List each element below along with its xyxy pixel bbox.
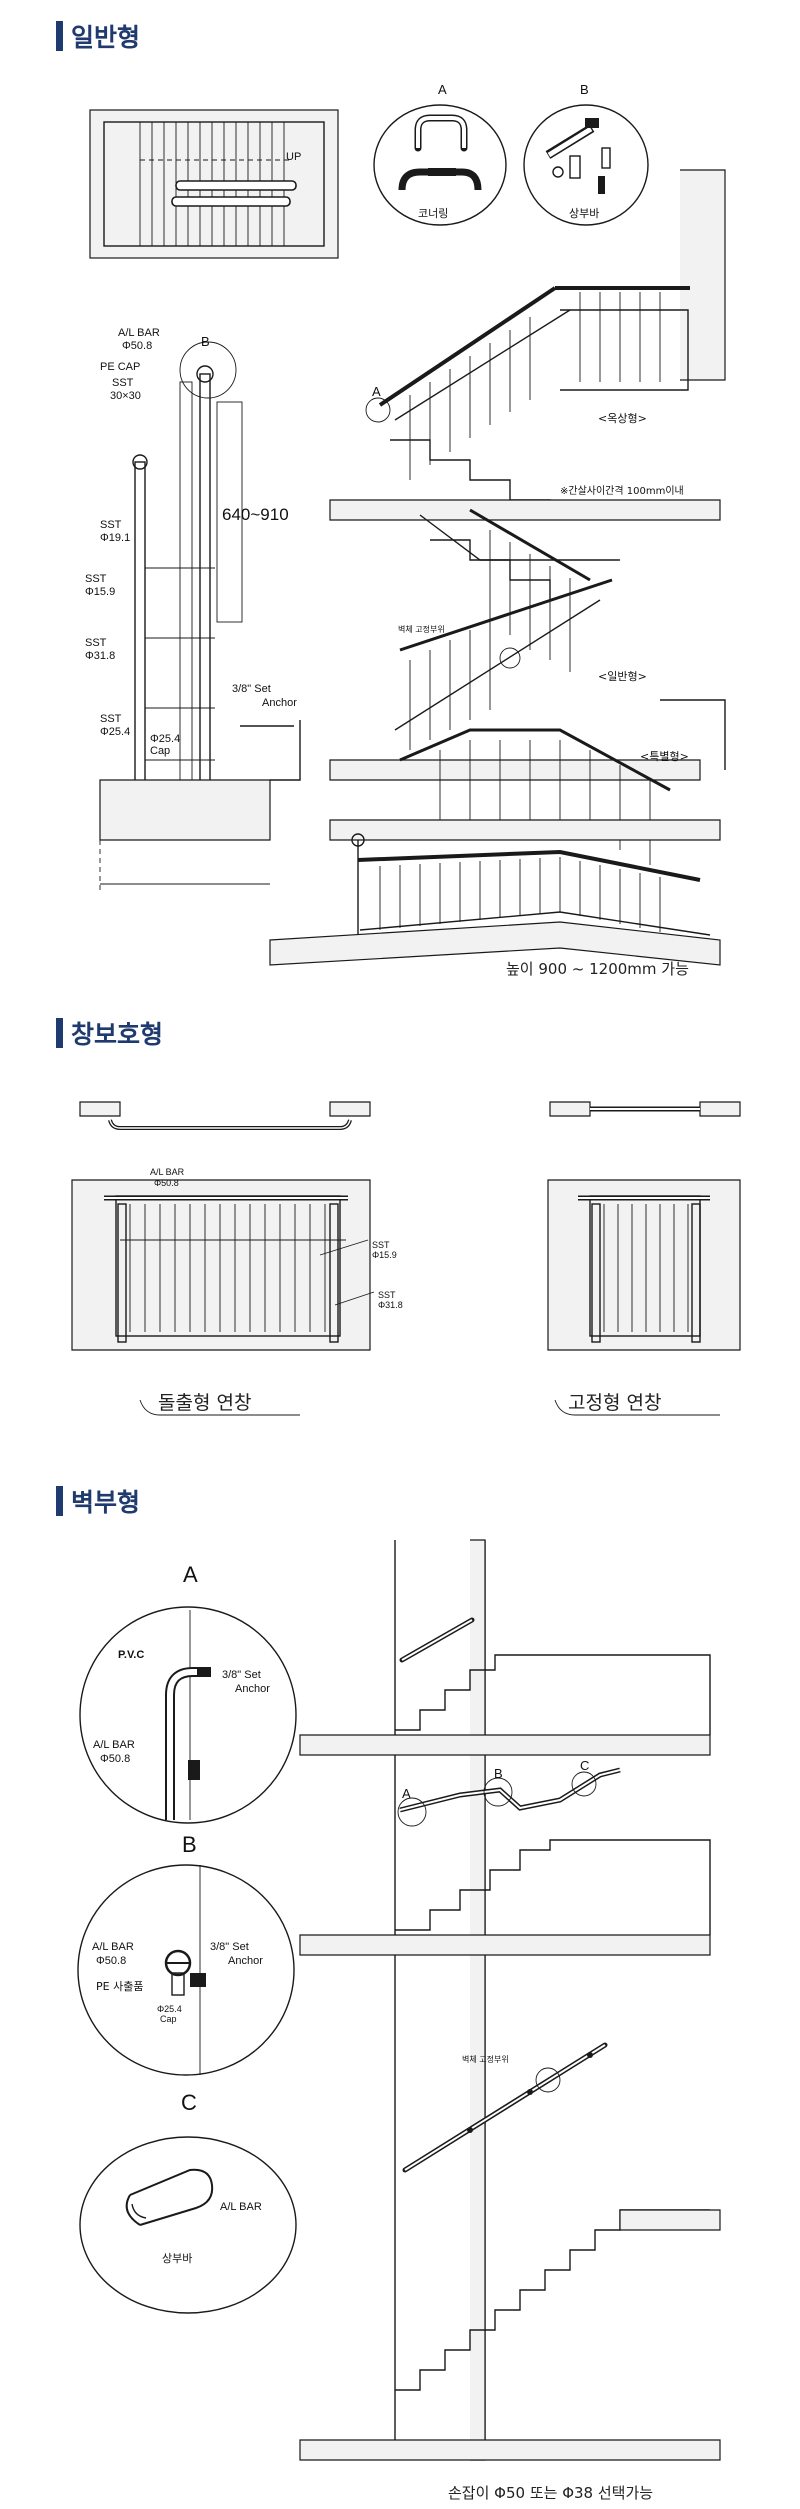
section-title-wall: 벽부형	[56, 1483, 140, 1519]
al-b: A/L BAR	[92, 1941, 134, 1953]
detail-a-label: A	[438, 82, 447, 97]
set-anchor-1: 3/8" Set	[232, 683, 271, 695]
fixed-caption: 고정형 연창	[568, 1392, 662, 1414]
set-b1: 3/8" Set	[210, 1941, 249, 1953]
protruding-caption: 돌출형 연창	[158, 1392, 252, 1414]
sst-2-label: SST	[100, 519, 122, 531]
section-title-text: 일반형	[71, 23, 141, 52]
up-label: UP	[286, 151, 301, 163]
sst-2-size: Φ19.1	[100, 532, 130, 544]
cap-text: Cap	[150, 745, 170, 757]
fixed-elevation	[547, 1179, 741, 1351]
detail-b-label: B	[580, 82, 589, 97]
mark-a: A	[402, 1786, 411, 1801]
wall-detail-b: B A/L BAR Φ50.8 3/8" Set Anchor PE 사출품 Φ…	[77, 1832, 295, 2076]
window-diagram: A/L BAR Φ50.8 SST Φ15.9 SST Φ31.8	[71, 1101, 741, 1416]
sst-b-size: Φ31.8	[378, 1300, 403, 1310]
detail-b-circle: B 상부바	[523, 82, 649, 226]
al-bar-label: A/L BAR	[118, 327, 160, 339]
height-range: 640~910	[222, 505, 289, 524]
pe-inj: PE 사출품	[96, 1980, 143, 1993]
sst-a-label: SST	[372, 1240, 390, 1250]
section-title-text: 창보호형	[71, 1020, 164, 1049]
sst-1-label: SST	[112, 377, 134, 389]
wall-stair: A B C 벽체 고정부위	[299, 1539, 721, 2461]
set-b2: Anchor	[228, 1955, 263, 1967]
mark-c: C	[580, 1758, 589, 1773]
grip-note: 손잡이 Φ50 또는 Φ38 선택가능	[448, 2484, 654, 2502]
title-bar-marker	[56, 1018, 63, 1048]
general-diagram: UP A 코너링 B 상부바 B	[85, 82, 726, 966]
protruding-plan	[79, 1101, 371, 1130]
section-title-text: 벽부형	[71, 1488, 141, 1517]
detail-a-circle: A 코너링	[373, 82, 507, 226]
wall-detail-a: A P.V.C 3/8" Set Anchor A/L BAR Φ50.8	[79, 1562, 297, 1824]
al-a-dia: Φ50.8	[100, 1753, 130, 1765]
sst-4-label: SST	[85, 637, 107, 649]
wall-det-b-label: B	[182, 1832, 197, 1857]
mark-b: B	[494, 1766, 503, 1781]
wall-fix-label: 벽체 고정부위	[398, 624, 445, 634]
section-title-general: 일반형	[56, 18, 140, 54]
sst-3-size: Φ15.9	[85, 586, 115, 598]
marker-a: A	[372, 384, 381, 399]
wall-top-bar: 상부바	[162, 2252, 192, 2265]
wall-det-a-label: A	[183, 1562, 198, 1587]
wall-detail-c: C A/L BAR 상부바	[79, 2090, 297, 2314]
general-type-label: <일반형>	[598, 669, 647, 683]
pe-cap-label: PE CAP	[100, 361, 140, 373]
fixed-plan	[549, 1101, 741, 1117]
protruding-elevation: A/L BAR Φ50.8 SST Φ15.9 SST Φ31.8	[71, 1167, 403, 1351]
top-bar-label: 상부바	[569, 207, 599, 220]
al-bar-dia: Φ50.8	[122, 340, 152, 352]
height-note: 높이 900 ~ 1200mm 가능	[506, 960, 689, 978]
al-c: A/L BAR	[220, 2201, 262, 2213]
section-title-window: 창보호형	[56, 1015, 163, 1051]
baluster-note: ※간살사이간격 100mm이내	[560, 484, 684, 497]
sst-1-size: 30×30	[110, 390, 141, 402]
corner-label: 코너링	[418, 207, 448, 220]
al-a: A/L BAR	[93, 1739, 135, 1751]
set-a2: Anchor	[235, 1683, 270, 1695]
plan-view: UP	[89, 109, 339, 259]
al-bar-dia: Φ50.8	[154, 1178, 179, 1188]
section-elevation: B A/L BAR Φ50.8 PE CAP SST 30×30 SST Φ19…	[85, 327, 301, 890]
sst-3-label: SST	[85, 573, 107, 585]
rooftop-label: <옥상형>	[598, 412, 647, 425]
cap-dia: Φ25.4	[150, 733, 180, 745]
set-a1: 3/8" Set	[222, 1669, 261, 1681]
sst-b-label: SST	[378, 1290, 396, 1300]
sst-a-size: Φ15.9	[372, 1250, 397, 1260]
sst-4-size: Φ31.8	[85, 650, 115, 662]
title-bar-marker	[56, 21, 63, 51]
wall-cap-dia: Φ25.4	[157, 2004, 182, 2014]
al-bar-label: A/L BAR	[150, 1167, 185, 1177]
section-b-marker: B	[201, 334, 210, 349]
wall-diagram: A P.V.C 3/8" Set Anchor A/L BAR Φ50.8 B …	[77, 1539, 721, 2461]
set-anchor-2: Anchor	[262, 697, 297, 709]
wall-det-c-label: C	[181, 2090, 197, 2115]
sst-5-size: Φ25.4	[100, 726, 130, 738]
sst-5-label: SST	[100, 713, 122, 725]
stair-perspective: A <옥상형> ※간살사이간격 100mm이내 벽체 고정부위 <일반형> <특…	[269, 169, 726, 966]
wall-fix2: 벽체 고정부위	[462, 2054, 509, 2064]
wall-cap: Cap	[160, 2014, 177, 2024]
title-bar-marker	[56, 1486, 63, 1516]
special-type-label: <특별형>	[640, 750, 689, 763]
al-b-dia: Φ50.8	[96, 1955, 126, 1967]
pvc-label: P.V.C	[118, 1649, 144, 1661]
